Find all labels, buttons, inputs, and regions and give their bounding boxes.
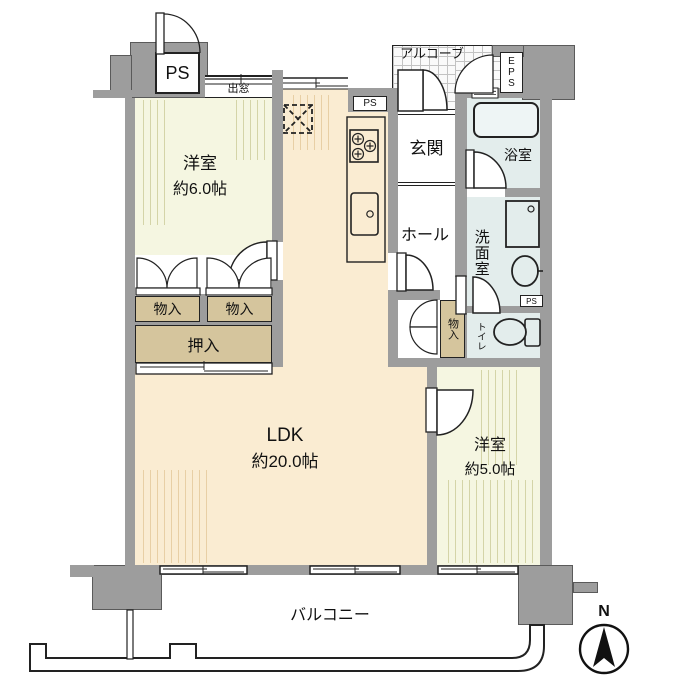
wall-bath-washroom [505, 188, 540, 197]
hall-storage-box: 物入 [440, 300, 465, 358]
washroom-label: 洗面室 [472, 228, 490, 277]
wall-room6-ldk-upper [272, 70, 283, 242]
pillar-bottom-right-tab [573, 582, 598, 593]
window-room5 [437, 565, 519, 575]
hatch [230, 100, 270, 160]
room6-name: 洋室 [183, 154, 217, 173]
bay-window-label: 出窓 [227, 83, 250, 95]
balcony-label: バルコニー [290, 607, 370, 624]
wall-room6-ldk-lower [272, 280, 283, 367]
storage-b-label: 物入 [225, 301, 254, 317]
stove-burners [351, 132, 377, 161]
kitchen-faucet [366, 210, 374, 218]
eps-label: EPS [506, 56, 517, 89]
washing-machine [505, 200, 540, 248]
folding-door-hall-storage [409, 299, 438, 355]
wall [135, 320, 272, 325]
wall-above-room5 [390, 358, 542, 367]
storage-a-box: 物入 [135, 296, 200, 322]
western-room-6-floor [135, 98, 272, 255]
pipe-space-top-label: PS [165, 62, 190, 83]
hall-label: ホール [400, 227, 449, 244]
kitchen-pipe-space: PS [353, 96, 387, 111]
storage-b-box: 物入 [207, 296, 272, 322]
wall-ldk-hall-upper [388, 88, 398, 253]
compass-north-label: N [598, 603, 610, 620]
hatch [137, 470, 207, 563]
wall-ldk-room5-upper [427, 367, 437, 388]
folding-door-storage-b [205, 257, 273, 296]
balcony-divider [126, 609, 134, 660]
wall [70, 565, 94, 577]
window-ldk-left [159, 565, 248, 575]
wall-washroom-toilet [467, 306, 540, 313]
hall-storage-label: 物入 [446, 318, 459, 340]
alcove-label: アルコーブ [400, 46, 464, 61]
room5-size: 約5.0帖 [464, 461, 516, 478]
wall [497, 88, 540, 98]
pipe-space-top: PS [155, 52, 200, 94]
folding-door-storage-a [135, 257, 201, 296]
door-entrance [397, 69, 448, 112]
compass-icon [578, 623, 630, 675]
kitchen-ps-label: PS [363, 98, 377, 109]
wall [200, 294, 207, 322]
bathroom-label: 浴室 [504, 147, 532, 163]
wall-left [125, 98, 135, 565]
balcony-rail [29, 624, 545, 672]
bay-window-sill [205, 75, 272, 98]
kitchen-sink [350, 192, 379, 236]
hatch [442, 480, 538, 563]
wash-basin [511, 255, 543, 287]
refrigerator-space [283, 104, 313, 134]
door-bathroom [465, 149, 507, 189]
bay-window-glass [205, 74, 272, 85]
wall [93, 90, 132, 98]
wall-right [540, 98, 552, 565]
wall-hall-wet-upper [455, 98, 467, 277]
washroom-pipe-space: PS [520, 295, 543, 307]
window-ldk-right [309, 565, 401, 575]
door-washroom [455, 275, 501, 315]
ldk-name: LDK [266, 425, 304, 446]
ldk-size: 約20.0帖 [251, 452, 319, 471]
stove [349, 129, 379, 163]
room5-name: 洋室 [473, 437, 506, 454]
toilet-label: トイレ [474, 322, 486, 351]
washroom-ps-label: PS [526, 296, 537, 306]
kitchen-window [283, 77, 348, 90]
door-room5 [425, 387, 474, 436]
wall-ldk-room5-lower [427, 432, 437, 565]
entrance-label: 玄関 [409, 139, 444, 158]
room6-size: 約6.0帖 [172, 181, 228, 198]
oshiire-label: 押入 [187, 338, 220, 355]
hatch [475, 370, 520, 465]
wall-ldk-hall-lower [388, 290, 398, 367]
door-eps [454, 54, 494, 94]
door-hall [396, 252, 434, 292]
kitchen-counter [346, 116, 386, 263]
door-ps-top [155, 12, 201, 55]
toilet-fixture [493, 318, 541, 347]
wall-hall-bottom [388, 290, 440, 300]
oshiire-sliding-door [135, 361, 273, 375]
entrance-step-line [398, 182, 455, 186]
storage-a-label: 物入 [153, 301, 182, 317]
eps-shaft: EPS [500, 52, 523, 93]
ldk-floor [135, 367, 427, 565]
hatch [137, 100, 171, 225]
pillar-bottom-right [518, 565, 573, 625]
bathtub [473, 102, 539, 138]
